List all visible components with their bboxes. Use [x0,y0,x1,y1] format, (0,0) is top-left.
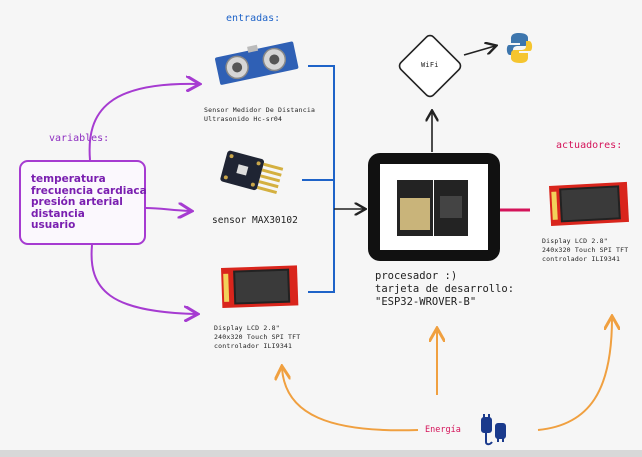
actuators-heading: actuadores: [556,140,623,151]
arrow-wifi-python [463,46,495,56]
actuator-lcd-display-icon [549,181,629,226]
inputs-heading: entradas: [226,13,281,24]
ultrasonic-label-1: Sensor Medidor De Distancia [204,106,316,114]
variable-item: distancia [31,207,85,220]
input-lcd-label-1: Display LCD 2.8" [214,324,280,332]
lcd-display-icon [221,265,299,308]
actuator-lcd-label-1: Display LCD 2.8" [542,237,608,245]
arrow-variables-lcd [90,244,196,314]
variable-item: temperatura [31,173,106,185]
processor-label-1: procesador :) [375,270,458,282]
actuator-lcd-label-2: 240x320 Touch SPI TFT [542,246,629,254]
ultrasonic-label-2: Ultrasonido Hc-sr04 [204,115,283,123]
energy-label: Energía [425,425,461,435]
variables-box: temperatura frecuencia cardiaca presión … [19,160,147,245]
variables-heading: variables: [49,133,110,144]
energy-line-right [537,318,612,431]
input-lcd-label-2: 240x320 Touch SPI TFT [214,333,301,341]
arrow-variables-ultrasonic [88,84,198,161]
wifi-node-icon [398,34,462,98]
variable-item: frecuencia cardiaca [31,184,147,197]
arrow-variables-max [145,208,190,211]
input-lcd-label-3: controlador ILI9341 [214,342,293,350]
variable-item: usuario [31,219,76,232]
processor-label-3: "ESP32-WROVER-B" [375,296,477,308]
processor-label-2: tarjeta de desarrollo: [375,283,515,295]
energy-line-left [282,368,419,432]
actuator-lcd-label-3: controlador ILI9341 [542,255,621,263]
max30102-sensor-icon [220,150,284,194]
variable-item: presión arterial [31,196,123,209]
esp32-board-icon [368,153,500,261]
wifi-label: WiFi [421,61,439,69]
window-bottom-bar [0,450,642,457]
ultrasonic-sensor-icon [215,41,299,85]
max30102-label: sensor MAX30102 [212,215,298,226]
python-logo-icon [506,33,533,63]
power-plug-icon [481,414,506,446]
